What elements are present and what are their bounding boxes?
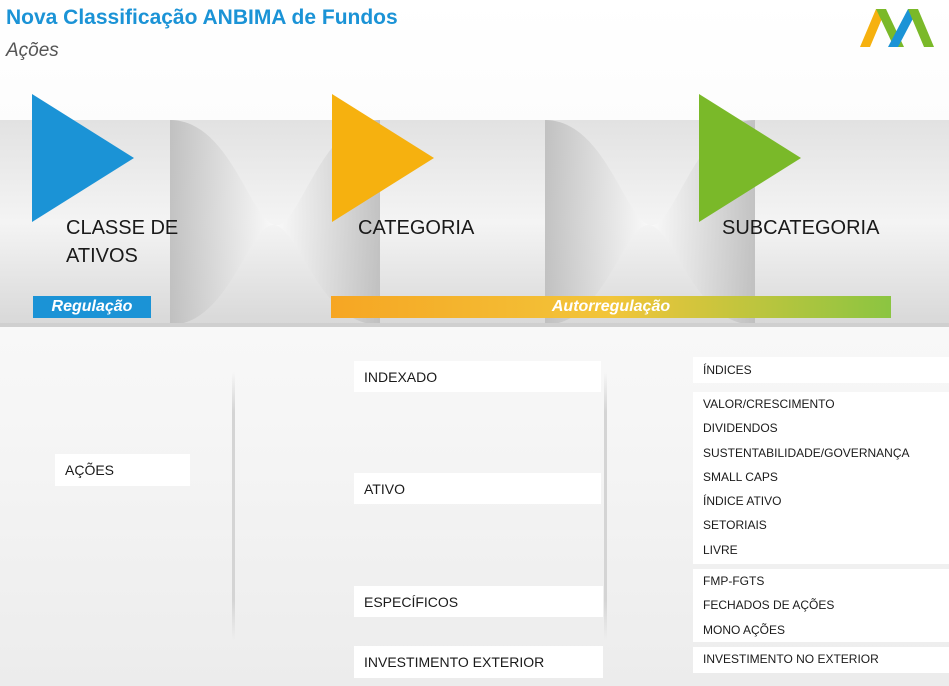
subcategoria-item: SUSTENTABILIDADE/GOVERNANÇA [703,445,910,460]
subcategoria-group: VALOR/CRESCIMENTO DIVIDENDOS SUSTENTABIL… [693,392,949,564]
separator-line [604,372,607,640]
separator-line [232,372,235,640]
subcategoria-group: FMP-FGTS FECHADOS DE AÇÕES MONO AÇÕES [693,569,949,642]
subcategoria-item: ÍNDICE ATIVO [703,494,782,509]
subcategoria-item: SETORIAIS [703,518,767,533]
subcategoria-item: DIVIDENDOS [703,421,778,436]
subcategoria-item: FMP-FGTS [703,574,765,588]
categoria-arrow-icon [332,94,434,222]
page-title: Nova Classificação ANBIMA de Fundos [6,6,398,29]
stage-label-classe: CLASSE DE ATIVOS [66,217,179,267]
subcategoria-arrow-icon [699,94,801,222]
page-subtitle: Ações [6,40,59,61]
subcategoria-group: ÍNDICES [693,357,949,383]
stage-label-subcategoria: SUBCATEGORIA [722,217,880,239]
subcategoria-item: INVESTIMENTO NO EXTERIOR [703,652,879,666]
categoria-box: INDEXADO [354,361,601,392]
subcategoria-item: MONO AÇÕES [703,622,786,637]
subcategoria-item: ÍNDICES [703,363,752,377]
categoria-box: ESPECÍFICOS [354,586,603,617]
subcategoria-item: FECHADOS DE AÇÕES [703,598,835,613]
categoria-box: ATIVO [354,473,601,504]
classe-box: AÇÕES [55,454,190,486]
regulacao-bar: Regulação [33,296,151,318]
stage-label-categoria: CATEGORIA [358,217,475,239]
subcategoria-group: INVESTIMENTO NO EXTERIOR [693,647,949,673]
subcategoria-item: SMALL CAPS [703,469,778,484]
classe-arrow-icon [32,94,134,222]
categoria-box: INVESTIMENTO EXTERIOR [354,646,603,678]
anbima-logo-icon [860,9,934,47]
subcategoria-item: VALOR/CRESCIMENTO [703,397,835,411]
autorregulacao-bar: Autorregulação [331,296,891,318]
subcategoria-item: LIVRE [703,542,738,557]
